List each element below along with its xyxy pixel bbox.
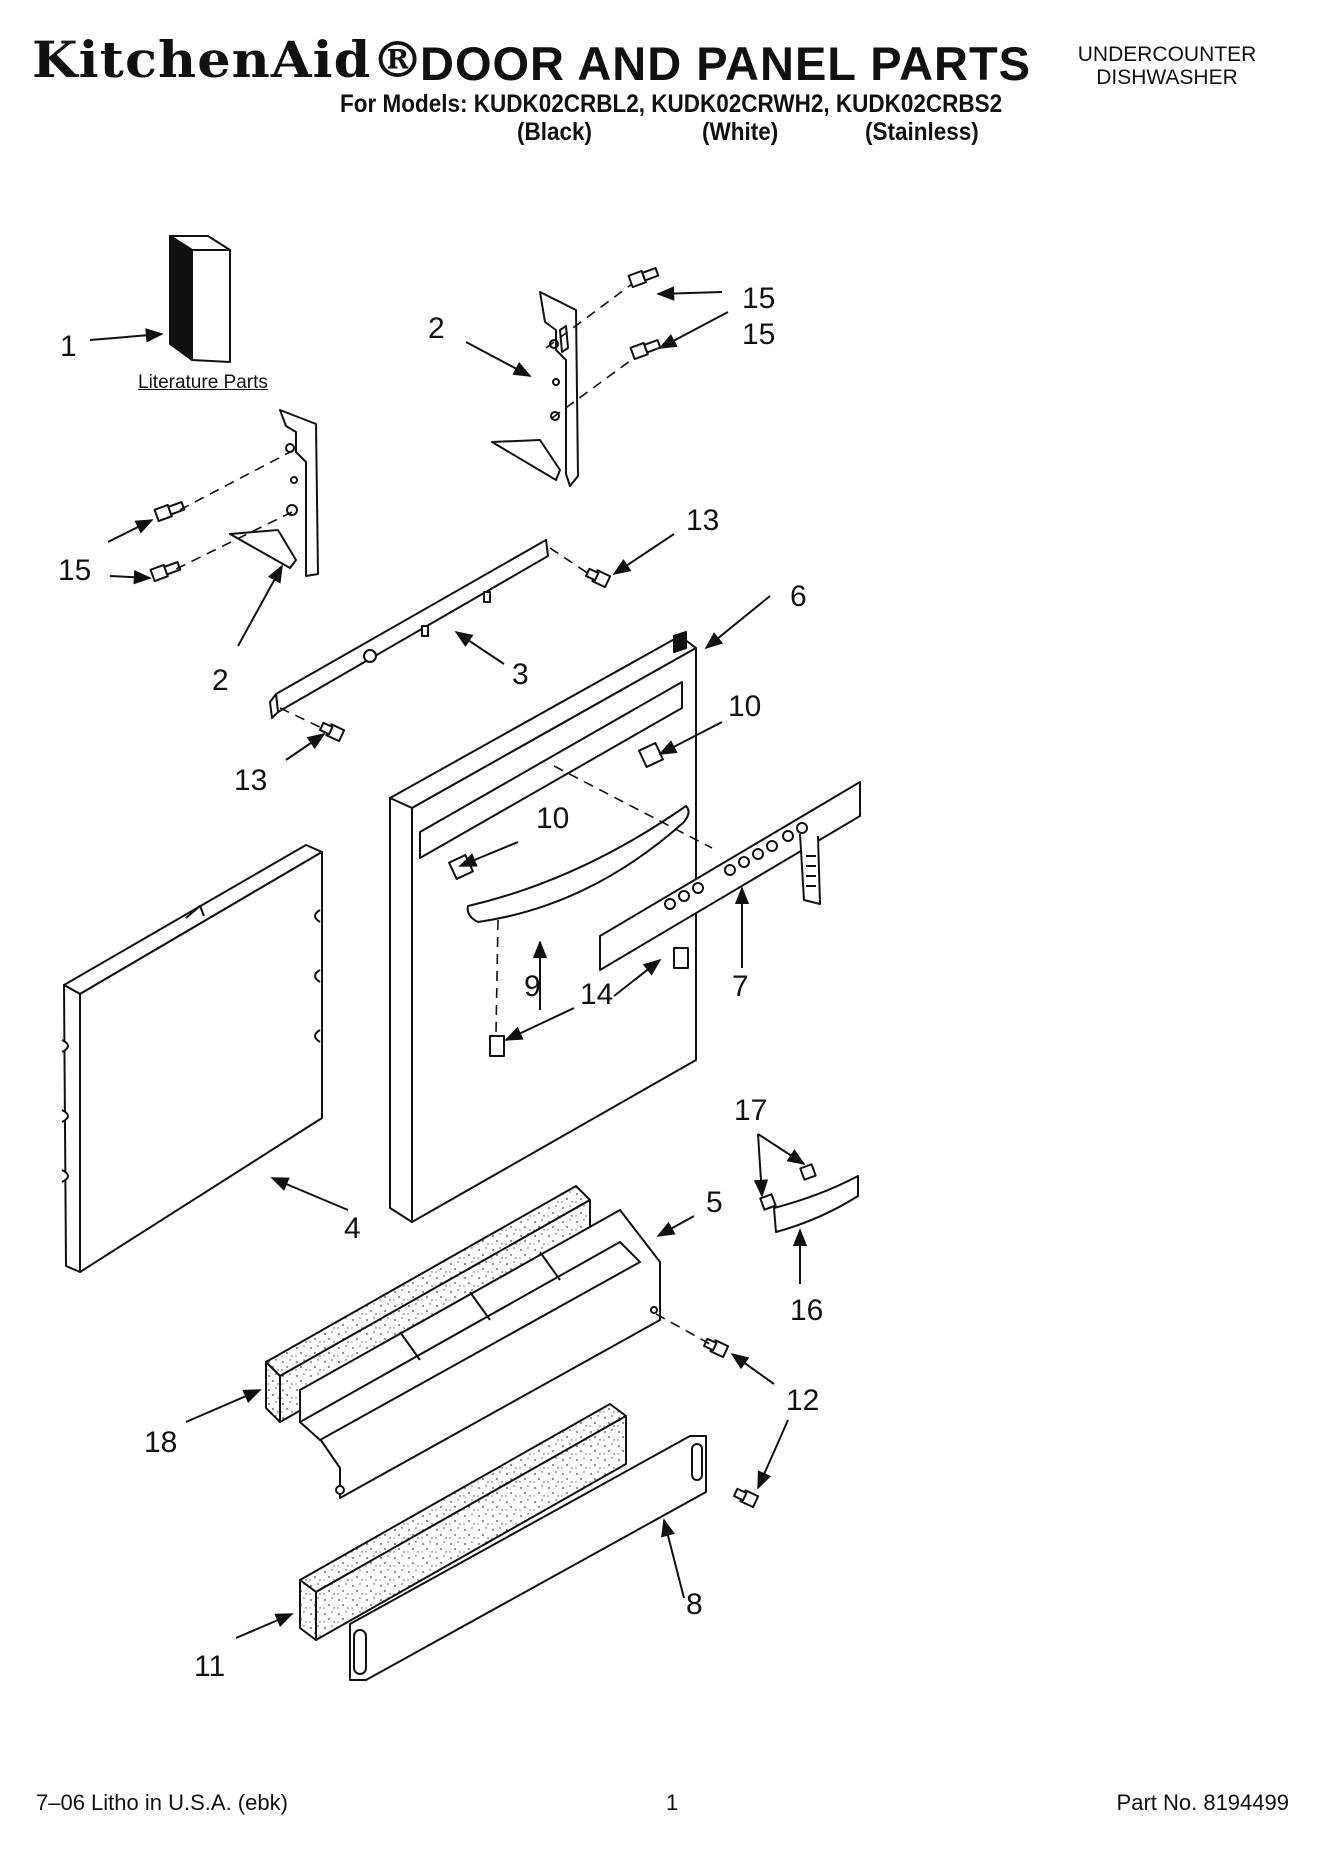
callout-7: 7	[732, 970, 749, 1003]
callout-14: 14	[580, 978, 613, 1011]
handle-nuts	[489, 947, 689, 1057]
callout-10-left: 10	[536, 802, 569, 835]
callout-2-upper: 2	[428, 312, 445, 345]
variant-stainless: (Stainless)	[865, 118, 979, 146]
inner-door-liner	[61, 844, 323, 1273]
product-type-line1: UNDERCOUNTER	[1077, 43, 1257, 66]
kick-plate	[349, 1435, 707, 1681]
callout-15-upper: 15	[742, 282, 775, 315]
callout-13-upper: 13	[686, 504, 719, 537]
literature-booklet	[169, 235, 231, 363]
variant-black: (Black)	[517, 118, 593, 146]
hinge-bracket-upper	[491, 291, 579, 487]
callout-12-upper: 12	[786, 1384, 819, 1417]
callout-4: 4	[344, 1212, 361, 1245]
page-title: DOOR AND PANEL PARTS	[420, 37, 1032, 90]
callout-2-lower: 2	[212, 664, 229, 697]
callout-arrows	[89, 286, 808, 1639]
callout-5: 5	[706, 1186, 723, 1219]
panel-bracket	[269, 539, 549, 719]
footer-print-info: 7–06 Litho in U.S.A. (ebk)	[36, 1790, 288, 1815]
toe-panel-support	[299, 1209, 661, 1499]
callout-13-lower: 13	[234, 764, 267, 797]
variant-white: (White)	[702, 118, 779, 146]
callout-9: 9	[524, 970, 541, 1003]
callout-16: 16	[790, 1294, 823, 1327]
trim-piece	[759, 1163, 859, 1233]
callout-6: 6	[790, 580, 807, 613]
footer-page-number: 1	[666, 1790, 679, 1815]
assembly-lines	[169, 283, 713, 1345]
callout-11: 11	[194, 1650, 225, 1683]
callout-10-right: 10	[728, 690, 761, 723]
product-type-line2: DISHWASHER	[1096, 66, 1238, 89]
callout-18: 18	[144, 1426, 177, 1459]
control-panel	[599, 781, 861, 971]
callout-numbers: 1 2 15 15 15 2 13 6 3 13 10 10 9 7 14 4 …	[58, 282, 823, 1683]
outer-door-panel	[389, 631, 697, 1223]
literature-parts-label: Literature Parts	[138, 372, 268, 393]
callout-1: 1	[60, 330, 77, 363]
callout-3: 3	[512, 658, 529, 691]
foam-insulation-lower	[299, 1403, 627, 1641]
footer-part-number: Part No. 8194499	[1116, 1790, 1289, 1815]
callout-8: 8	[686, 1588, 703, 1621]
callout-15-lower: 15	[58, 554, 91, 587]
hinge-bracket-lower	[229, 409, 319, 577]
screws-15-13	[149, 267, 662, 743]
screws-12	[702, 1337, 760, 1509]
callout-15-upper-b: 15	[742, 318, 775, 351]
callout-17: 17	[734, 1094, 767, 1127]
models-line: For Models: KUDK02CRBL2, KUDK02CRWH2, KU…	[340, 90, 1003, 118]
brand-logo: KitchenAid®	[32, 30, 425, 89]
